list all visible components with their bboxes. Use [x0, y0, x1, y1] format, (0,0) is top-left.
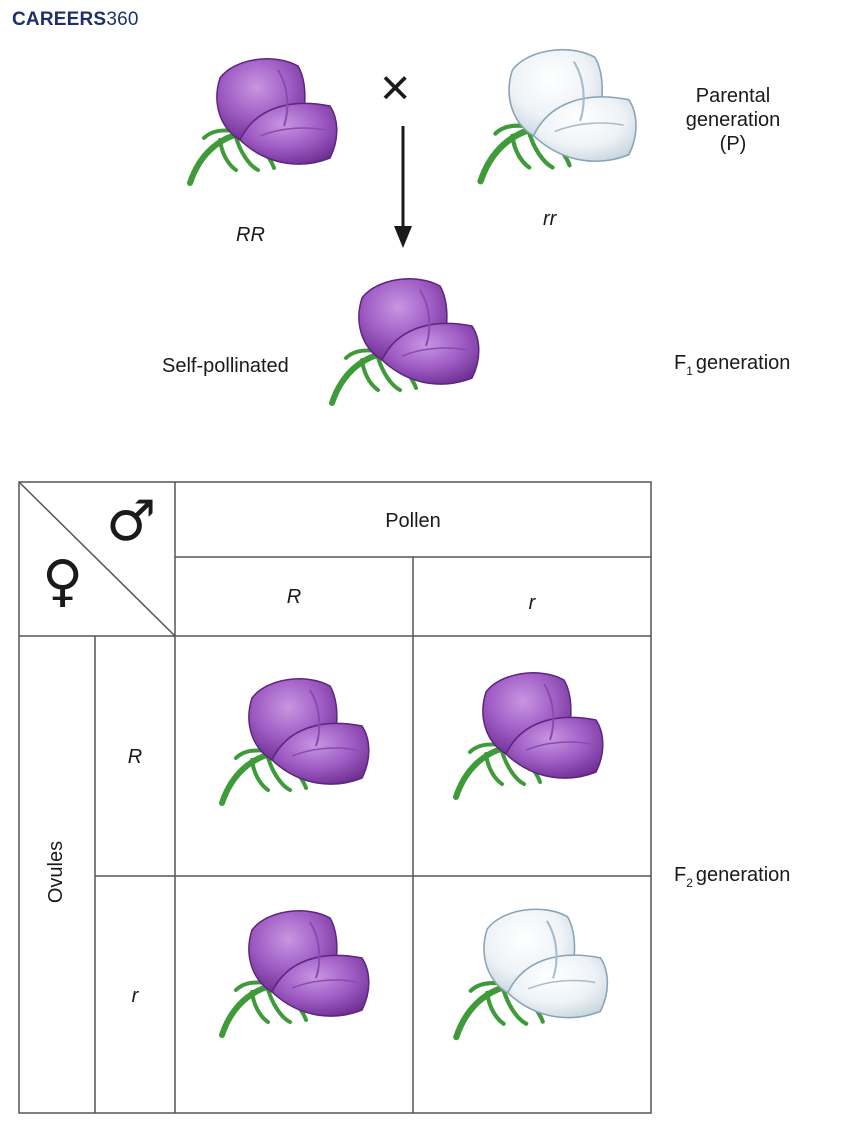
f2-cell-Rr-top-flower: [446, 672, 616, 812]
f1-label-sub: 1: [686, 364, 693, 378]
parental-label-line-3: (P): [719, 133, 747, 155]
f2-cell-Rr-bottom-flower: [212, 910, 382, 1050]
f2-label-sub: 2: [686, 876, 693, 890]
down-arrow: [394, 126, 412, 248]
f2-cell-rr-flower: [446, 908, 621, 1053]
parental-label-line-1: Parental: [695, 85, 771, 107]
f2-cell-RR-flower: [212, 678, 382, 818]
f1-label-rest: generation: [695, 352, 791, 374]
parental-label-line-2: generation: [685, 109, 781, 131]
ovules-label: Ovules: [45, 840, 67, 904]
male-symbol: ♂: [106, 489, 157, 554]
self-pollinated-label: Self-pollinated: [162, 355, 289, 377]
pollen-allele-r: r: [528, 592, 536, 614]
ovule-allele-r: r: [131, 985, 139, 1007]
logo-light-text: 360: [106, 9, 139, 30]
pollen-allele-R: R: [286, 586, 302, 608]
genotype-rr: rr: [543, 208, 557, 230]
parental-generation-label: Parental generation (P): [668, 84, 798, 156]
genotype-RR: RR: [236, 224, 265, 246]
cross-symbol: ×: [380, 59, 411, 117]
pollen-header: Pollen: [385, 510, 441, 532]
logo-bold-text: CAREERS: [12, 9, 107, 30]
f2-label-main: F: [674, 864, 687, 886]
f1-label-main: F: [674, 352, 687, 374]
female-symbol: ♀: [42, 549, 84, 614]
careers360-logo: CAREERS360: [12, 9, 139, 31]
f2-label-rest: generation: [695, 864, 791, 886]
ovule-allele-R: R: [127, 746, 143, 768]
